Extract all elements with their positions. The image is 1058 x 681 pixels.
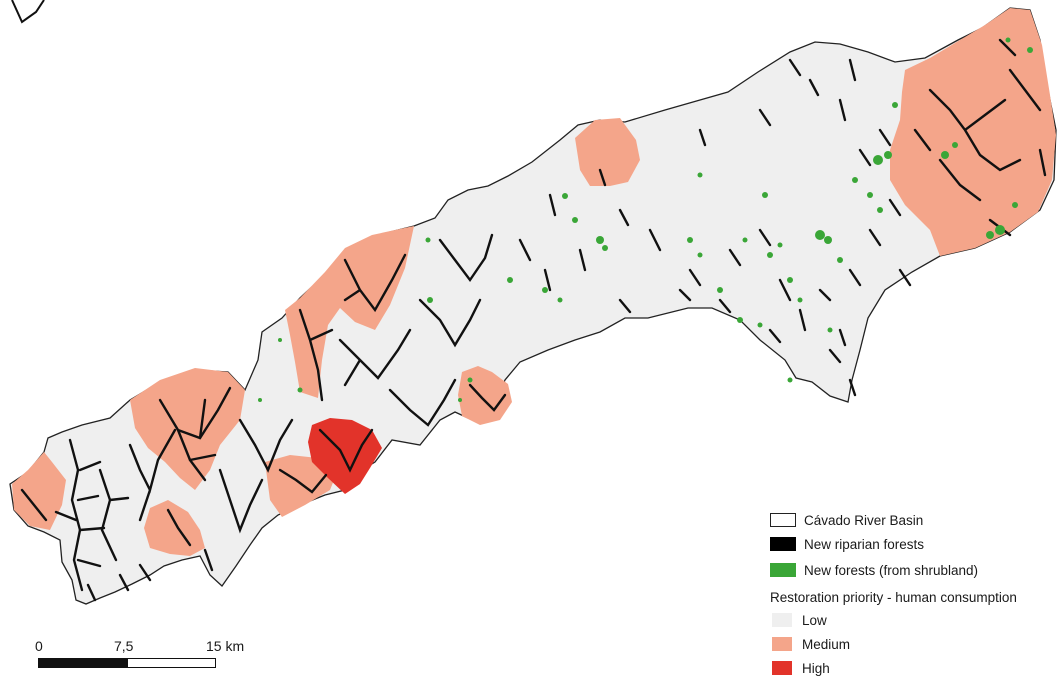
legend-label: Medium	[802, 636, 851, 652]
scale-bar-white	[127, 658, 216, 668]
legend-item-basin: Cávado River Basin	[770, 509, 1058, 531]
green-square-icon	[770, 563, 796, 577]
new-forests-from-shrubland	[258, 37, 1033, 402]
legend-label: New riparian forests	[804, 536, 925, 552]
scale-bar: 0 7,5 15 km	[35, 638, 244, 678]
legend-item-low: Low	[770, 609, 1058, 631]
medium-priority-swatch-icon	[772, 637, 792, 651]
outline-square-icon	[770, 513, 796, 527]
scale-label-end: 15 km	[206, 638, 245, 654]
legend-item-medium: Medium	[770, 633, 1058, 655]
scale-label-mid: 7,5	[114, 638, 134, 654]
high-priority-swatch-icon	[772, 661, 792, 675]
medium-priority-zones	[12, 8, 1056, 556]
legend-label: New forests (from shrubland)	[804, 562, 979, 578]
black-square-icon	[770, 537, 796, 551]
legend-label: Cávado River Basin	[804, 512, 924, 528]
scale-label-0: 0	[35, 638, 43, 654]
legend-label: High	[802, 660, 830, 676]
low-priority-swatch-icon	[772, 613, 792, 627]
legend-item-high: High	[770, 657, 1058, 679]
legend-priority-heading: Restoration priority - human consumption	[770, 589, 1017, 605]
map-legend: Cávado River Basin New riparian forests …	[770, 509, 1058, 681]
legend-label: Low	[802, 612, 827, 628]
north-arrow-icon	[11, 0, 45, 24]
new-riparian-forests	[20, 38, 1047, 602]
legend-item-forests: New forests (from shrubland)	[770, 557, 1058, 583]
legend-item-riparian: New riparian forests	[770, 533, 1058, 555]
scale-bar-black	[38, 658, 128, 668]
